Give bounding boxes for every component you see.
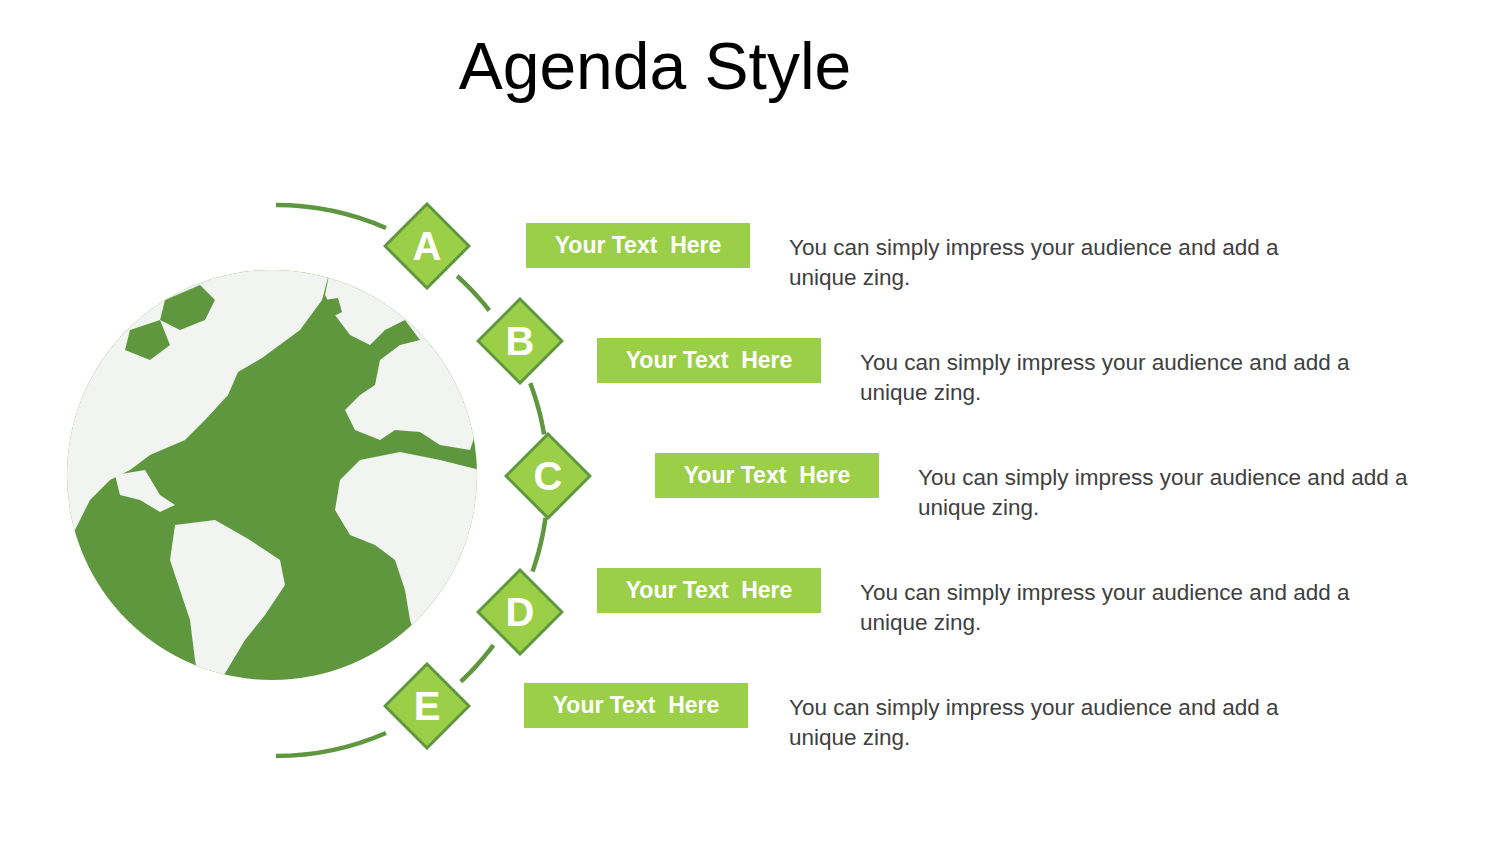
agenda-letter: E <box>383 662 471 750</box>
description-text: You can simply impress your audience and… <box>860 348 1350 408</box>
topic-label: Your Text Here <box>626 577 793 604</box>
topic-box: Your Text Here <box>655 453 879 498</box>
topic-box: Your Text Here <box>524 683 748 728</box>
arc-connector <box>457 276 489 311</box>
agenda-diamond: E <box>383 662 471 750</box>
description-text: You can simply impress your audience and… <box>860 578 1350 638</box>
topic-label: Your Text Here <box>684 462 851 489</box>
description-text: You can simply impress your audience and… <box>789 233 1279 293</box>
globe-land <box>60 270 480 690</box>
topic-box: Your Text Here <box>597 568 821 613</box>
topic-box: Your Text Here <box>526 223 750 268</box>
agenda-letter: C <box>504 432 592 520</box>
agenda-letter: D <box>476 568 564 656</box>
slide-title: Agenda Style <box>0 28 1310 104</box>
agenda-diamond: B <box>476 297 564 385</box>
arc-connector <box>461 645 494 682</box>
agenda-diamond: C <box>504 432 592 520</box>
topic-label: Your Text Here <box>626 347 793 374</box>
arc-line <box>276 733 386 756</box>
arc-line <box>276 205 386 228</box>
description-text: You can simply impress your audience and… <box>918 463 1408 523</box>
agenda-diamond: D <box>476 568 564 656</box>
agenda-letter: B <box>476 297 564 385</box>
agenda-diamond: A <box>383 202 471 290</box>
topic-label: Your Text Here <box>555 232 722 259</box>
agenda-letter: A <box>383 202 471 290</box>
arc-connector <box>530 383 544 434</box>
arc-connector <box>533 518 546 572</box>
description-text: You can simply impress your audience and… <box>789 693 1279 753</box>
topic-box: Your Text Here <box>597 338 821 383</box>
topic-label: Your Text Here <box>553 692 720 719</box>
